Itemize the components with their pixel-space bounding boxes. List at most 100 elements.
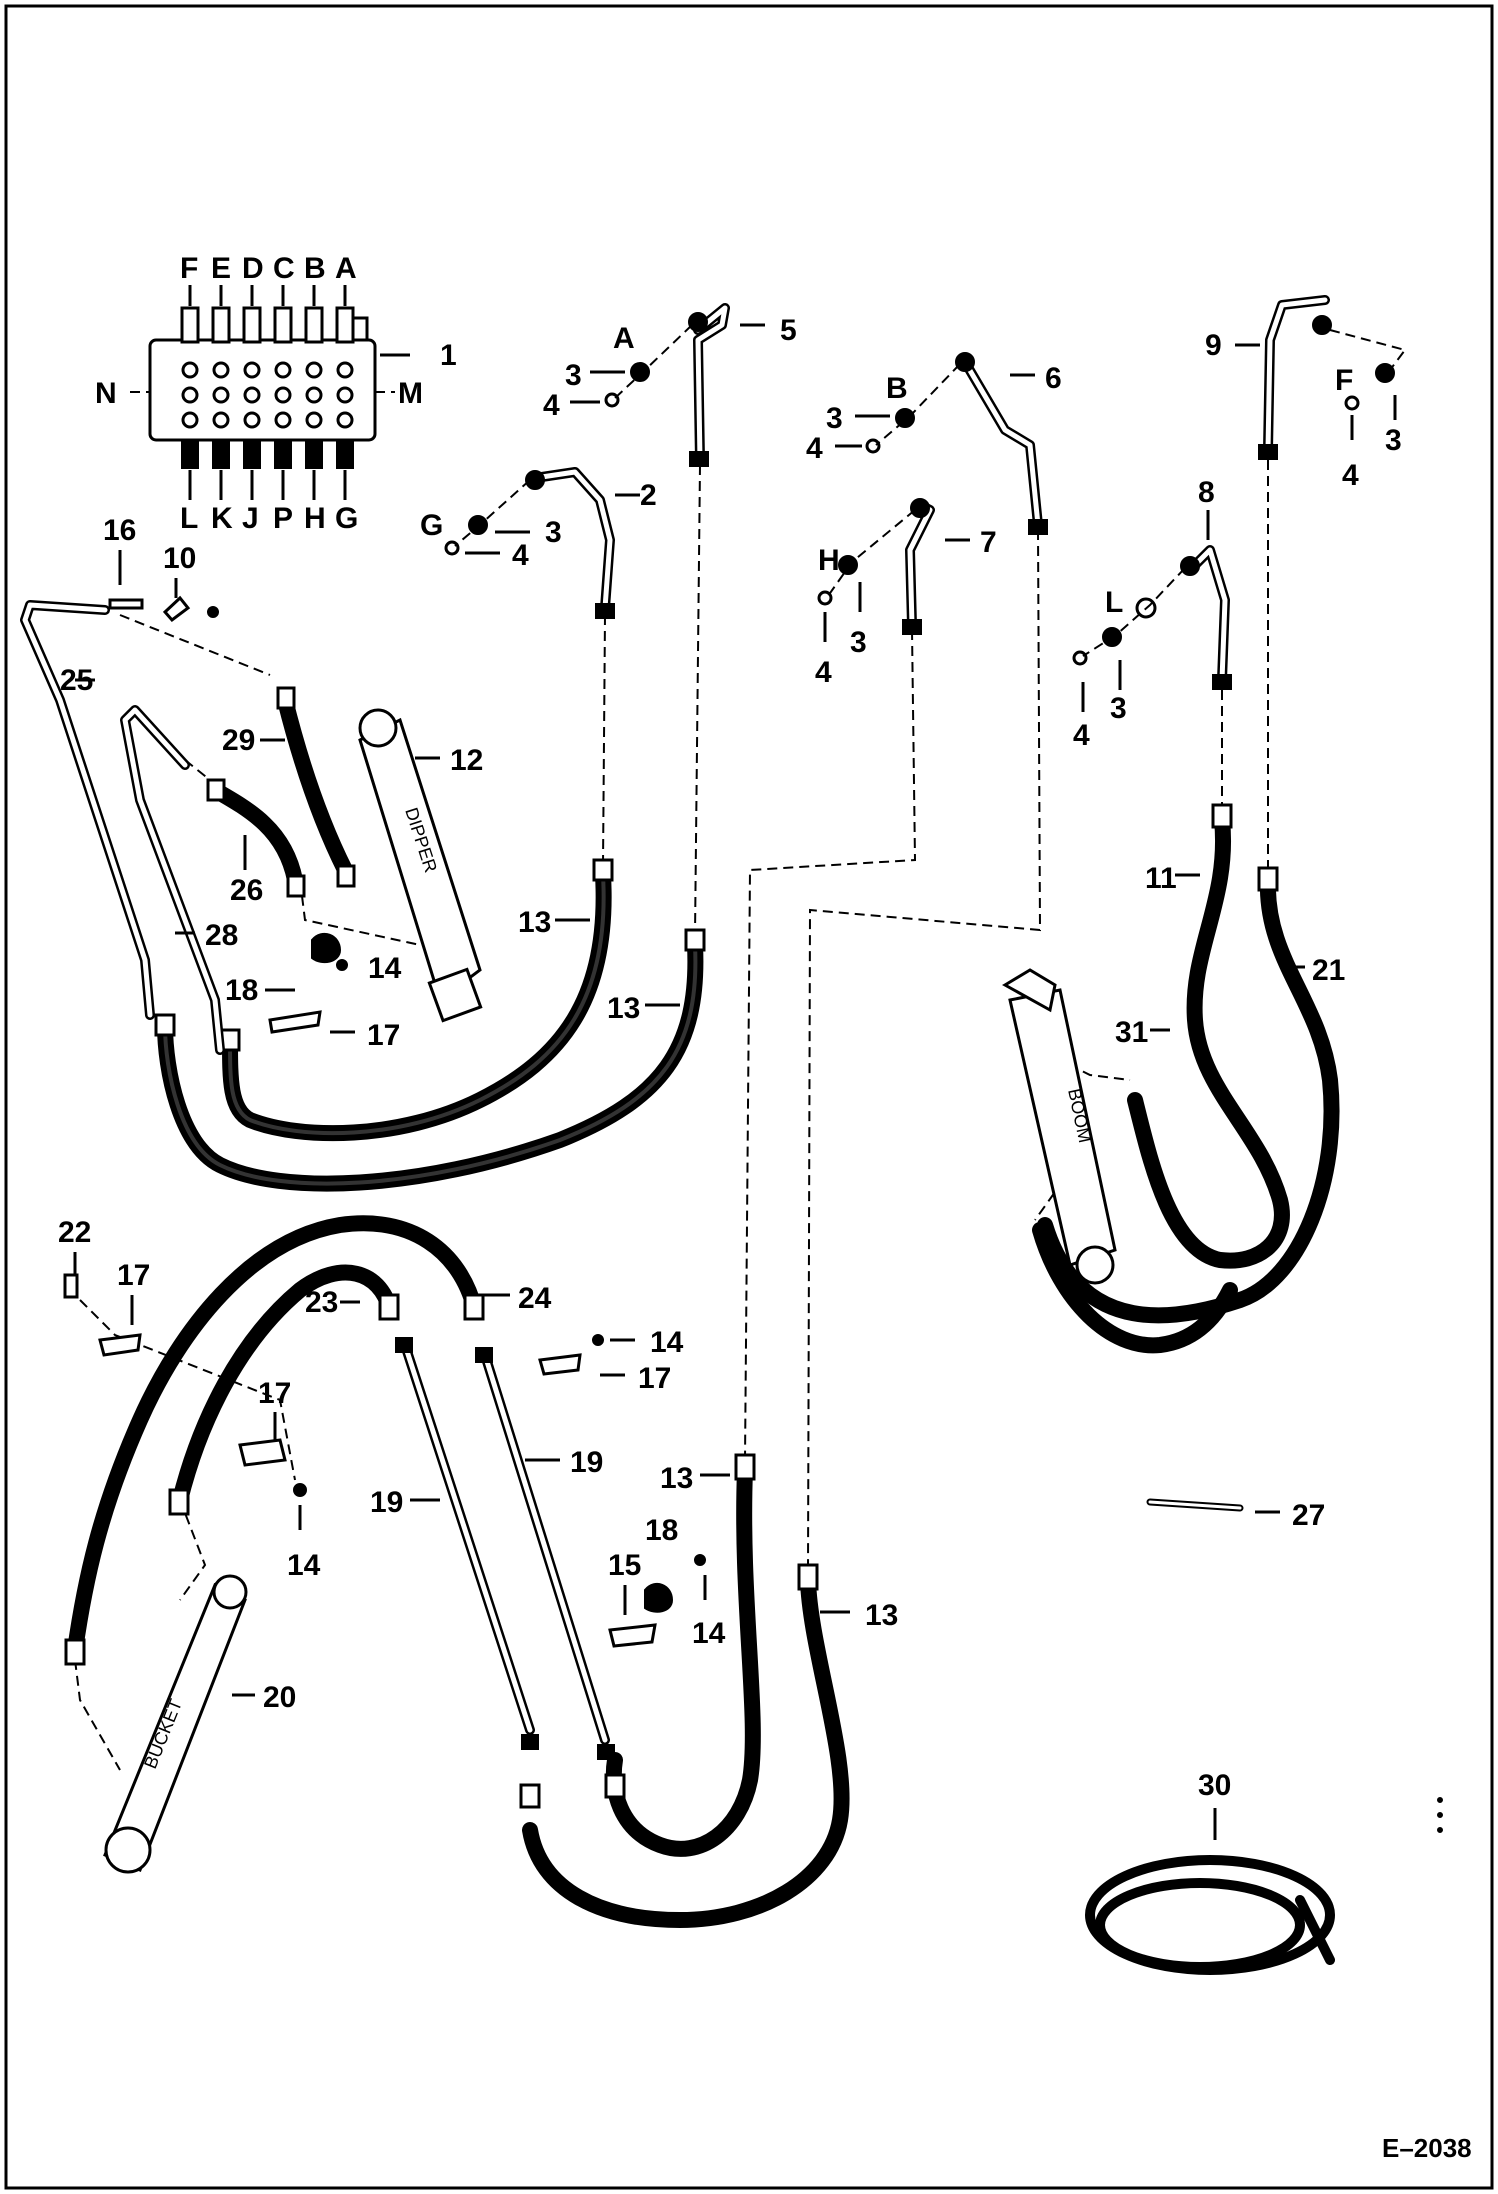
callout-13: 13 [660, 1462, 693, 1495]
valve-port-letter: K [211, 502, 233, 535]
callout-25: 25 [60, 664, 93, 697]
callout-18: 18 [225, 974, 258, 1007]
callout-19: 19 [370, 1486, 403, 1519]
callout-3: 3 [826, 402, 843, 435]
valve-port-letter: G [335, 502, 358, 535]
callout-7: 7 [980, 526, 997, 559]
callout-3: 3 [1110, 692, 1127, 725]
callouts: 1 5 6 2 7 9 8 3 4 3 4 3 4 3 4 3 [58, 314, 1402, 1840]
callout-17: 17 [258, 1377, 291, 1410]
callout-8: 8 [1198, 476, 1215, 509]
callout-26: 26 [230, 874, 263, 907]
tube-19-right [475, 1347, 615, 1760]
callout-4: 4 [1073, 719, 1090, 752]
diagram-frame [4, 4, 1494, 2190]
valve-port-letter: H [304, 502, 326, 535]
callout-4: 4 [815, 656, 832, 689]
port-letter-f: F [1335, 364, 1353, 397]
callout-14: 14 [692, 1617, 726, 1650]
dashed-lines [74, 324, 1407, 1771]
valve-port-letter: J [242, 502, 259, 535]
callout-11: 11 [1145, 862, 1177, 895]
callout-30: 30 [1198, 1769, 1231, 1802]
port-letter-l: L [1105, 586, 1123, 619]
callout-6: 6 [1045, 362, 1062, 395]
valve-port-letter: B [304, 252, 326, 285]
callout-2: 2 [640, 479, 657, 512]
tube-5 [689, 303, 730, 467]
tube-port-letters: A B G H L F [420, 322, 1353, 619]
port-letter-b: B [886, 372, 908, 405]
callout-29: 29 [222, 724, 255, 757]
port-letter-g: G [420, 509, 443, 542]
callout-3: 3 [565, 359, 582, 392]
tube-7 [902, 500, 935, 635]
bucket-cylinder: BUCKET [103, 1574, 248, 1874]
callout-4: 4 [512, 539, 529, 572]
hose-11-21 [1037, 803, 1340, 1324]
hose-31-lower [1032, 1222, 1238, 1354]
hose-13-lower [519, 1453, 850, 1928]
tube-28 [120, 705, 225, 1055]
hose-13-upper-b [154, 928, 706, 1192]
port-letter-a: A [613, 322, 635, 355]
valve-port-letter: D [242, 252, 264, 285]
valve-spools-top [180, 306, 369, 344]
valve-ports [181, 361, 354, 429]
callout-24: 24 [518, 1282, 552, 1315]
callout-14: 14 [287, 1549, 321, 1582]
callout-13: 13 [607, 992, 640, 1025]
callout-13: 13 [865, 1599, 898, 1632]
tube-9 [1258, 295, 1330, 460]
hose-26 [206, 778, 306, 898]
callout-12: 12 [450, 744, 483, 777]
edge-marks [1437, 1797, 1443, 1833]
callout-22: 22 [58, 1216, 91, 1249]
valve-side-label-right: M [398, 377, 423, 410]
tube-2 [530, 467, 615, 619]
valve-spools-bottom [181, 439, 354, 469]
hose-23-24 [64, 1215, 485, 1666]
valve-port-letter: A [335, 252, 357, 285]
callout-17: 17 [117, 1259, 150, 1292]
tube-19-left [395, 1337, 539, 1750]
callout-4: 4 [543, 389, 560, 422]
control-valve [130, 306, 410, 469]
valve-bottom-port-letters: L K J P H G [180, 470, 358, 535]
callout-3: 3 [850, 626, 867, 659]
hose-30 [1085, 1855, 1335, 1975]
callout-15: 15 [608, 1549, 641, 1582]
callout-31: 31 [1115, 1016, 1148, 1049]
callout-28: 28 [205, 919, 238, 952]
callout-20: 20 [263, 1681, 296, 1714]
callout-23: 23 [305, 1286, 338, 1319]
callout-13: 13 [518, 906, 551, 939]
valve-port-letter: E [211, 252, 231, 285]
boom-cylinder: BOOM [1002, 968, 1117, 1285]
callout-3: 3 [1385, 424, 1402, 457]
valve-port-letter: P [273, 502, 293, 535]
figure-reference-code: E–2038 [1382, 2133, 1472, 2163]
tube-8 [1190, 545, 1232, 690]
callout-21: 21 [1312, 954, 1345, 987]
tube-6 [960, 357, 1048, 535]
hardware-group [63, 595, 706, 1648]
callout-18: 18 [645, 1514, 678, 1547]
callout-3: 3 [545, 516, 562, 549]
valve-side-label-left: N [95, 377, 117, 410]
callout-10: 10 [163, 542, 196, 575]
valve-top-port-letters: F E D C B A [180, 252, 357, 306]
callout-1: 1 [440, 339, 457, 372]
valve-port-letter: F [180, 252, 198, 285]
fittings-group [444, 312, 1395, 666]
callout-4: 4 [806, 432, 823, 465]
callout-14: 14 [368, 952, 402, 985]
hose-13-upper-a [219, 858, 614, 1142]
tube-25 [20, 600, 155, 1020]
hose-29 [276, 686, 356, 888]
callout-14: 14 [650, 1326, 684, 1359]
tube-27 [1146, 1498, 1244, 1512]
callout-5: 5 [780, 314, 797, 347]
callout-17: 17 [638, 1362, 671, 1395]
